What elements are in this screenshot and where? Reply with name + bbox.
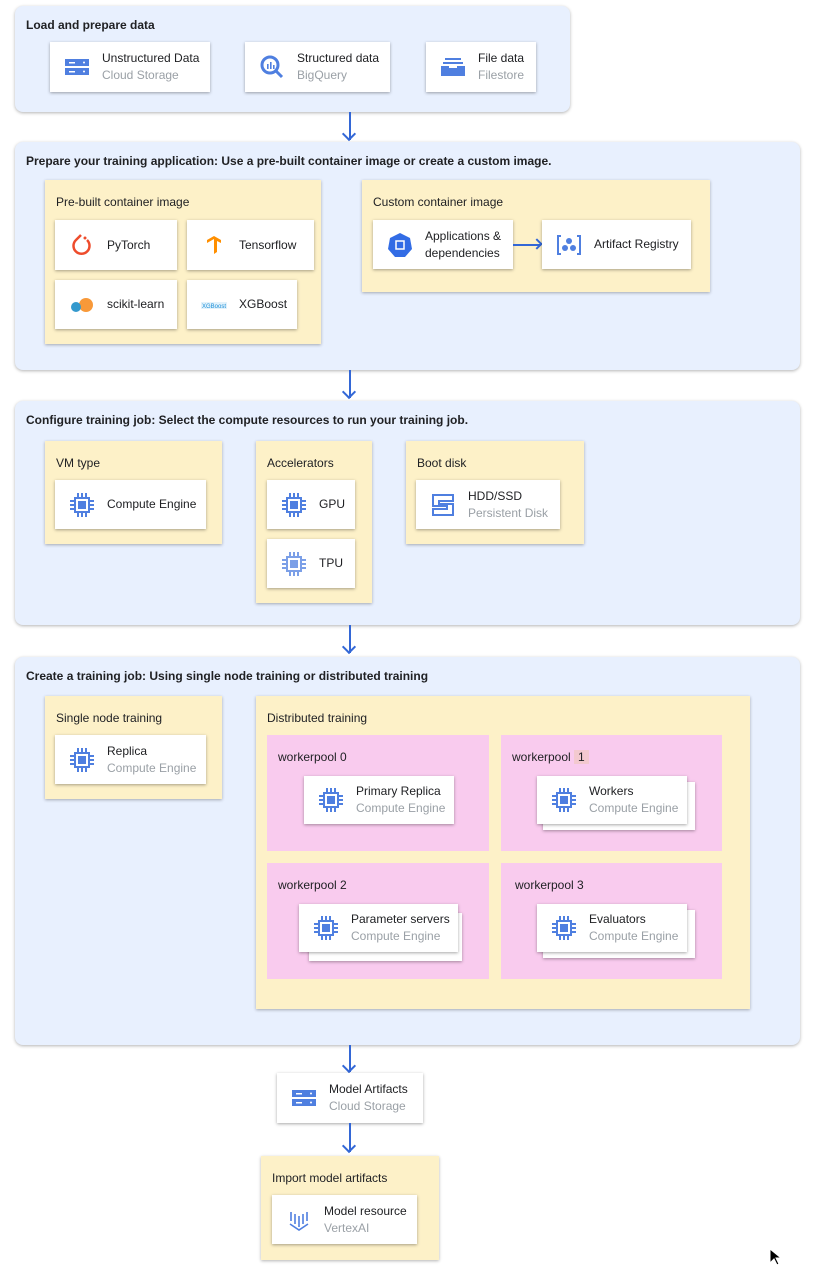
card-title: GPU <box>319 497 346 511</box>
group-title: Single node training <box>56 711 163 725</box>
card-subtitle: Persistent Disk <box>468 505 549 520</box>
flow-arrow-right <box>513 238 543 250</box>
card-title: Tensorflow <box>239 237 297 252</box>
card-subtitle: Compute Engine <box>107 760 197 775</box>
card-subtitle: Compute Engine <box>351 929 441 943</box>
compute-engine-icon <box>69 492 95 518</box>
group-title: VM type <box>56 456 101 470</box>
compute-engine-icon <box>69 747 95 773</box>
gpu-icon <box>281 492 307 518</box>
scikit-learn-card[interactable]: scikit-learn <box>55 280 177 329</box>
compute-engine-icon <box>551 915 577 941</box>
bigquery-icon <box>259 54 285 80</box>
cloud-storage-icon <box>64 54 90 80</box>
group-title: Import model artifacts <box>272 1171 388 1185</box>
mouse-cursor-icon <box>769 1248 781 1266</box>
card-title: Artifact Registry <box>594 237 679 251</box>
card-title: Primary Replica <box>356 784 441 798</box>
tensorflow-icon <box>201 232 227 258</box>
card-subtitle: Compute Engine <box>589 801 679 815</box>
card-title: HDD/SSD <box>468 488 523 503</box>
card-title: File data <box>478 51 525 65</box>
persistent-disk-icon <box>430 492 456 518</box>
tensorflow-card[interactable]: Tensorflow <box>187 220 314 270</box>
card-title: Workers <box>589 784 634 798</box>
pytorch-icon <box>69 232 95 258</box>
compute-engine-icon <box>318 787 344 813</box>
gpu-card[interactable]: GPU <box>267 480 355 529</box>
group-title: Pre-built container image <box>56 195 190 209</box>
card-title: Replica <box>107 743 148 758</box>
cloud-storage-icon <box>291 1085 317 1111</box>
flow-arrow <box>349 112 351 140</box>
vertex-ai-icon <box>286 1207 312 1233</box>
card-subtitle: Compute Engine <box>589 929 679 943</box>
card-title: Model Artifacts <box>329 1082 408 1096</box>
pool-title: workerpool 2 <box>278 878 347 892</box>
flow-arrow <box>349 1045 351 1072</box>
persistent-disk-card[interactable]: HDD/SSD Persistent Disk <box>416 480 560 529</box>
pool-title-text: workerpool <box>512 750 571 764</box>
compute-engine-card[interactable]: Compute Engine <box>55 480 206 529</box>
section-title: Configure training job: Select the compu… <box>26 413 469 427</box>
artifact-registry-card[interactable]: Artifact Registry <box>542 220 691 269</box>
pool-title: workerpool 3 <box>515 878 584 892</box>
card-title: Compute Engine <box>107 497 197 511</box>
scikit-learn-icon <box>69 292 95 318</box>
group-title: Accelerators <box>267 456 334 470</box>
section-title: Create a training job: Using single node… <box>26 669 429 683</box>
pool-title: workerpool 1 <box>512 750 589 764</box>
card-title: PyTorch <box>107 237 151 252</box>
compute-engine-icon <box>551 787 577 813</box>
card-title: Parameter servers <box>351 912 450 926</box>
tpu-card[interactable]: TPU <box>267 539 355 588</box>
group-title: Distributed training <box>267 711 368 725</box>
card-subtitle: Compute Engine <box>356 801 446 815</box>
xgboost-card[interactable]: XGBoost XGBoost <box>187 280 297 329</box>
card-title: scikit-learn <box>107 297 165 311</box>
card-subtitle: Cloud Storage <box>102 68 179 82</box>
compute-engine-icon <box>313 915 339 941</box>
group-title: Boot disk <box>417 456 467 470</box>
group-title: Custom container image <box>373 195 504 209</box>
xgboost-icon: XGBoost <box>201 292 227 318</box>
pool-title: workerpool 0 <box>278 750 347 764</box>
kubernetes-icon <box>387 232 413 258</box>
card-subtitle: BigQuery <box>297 68 348 82</box>
card-title: Applications & dependencies <box>425 228 502 260</box>
card-title: Structured data <box>297 51 380 65</box>
card-subtitle: Filestore <box>478 68 525 82</box>
card-title: Unstructured Data <box>102 51 200 65</box>
card-title: TPU <box>319 556 343 570</box>
section-title: Load and prepare data <box>26 18 155 32</box>
applications-card[interactable]: Applications & dependencies <box>373 220 513 269</box>
section-title: Prepare your training application: Use a… <box>26 154 552 168</box>
pool-number: 1 <box>574 750 589 764</box>
flow-arrow <box>349 1123 351 1152</box>
pytorch-card[interactable]: PyTorch <box>55 220 177 270</box>
artifact-registry-icon <box>556 232 582 258</box>
flow-arrow <box>349 370 351 398</box>
card-title: Evaluators <box>589 912 646 926</box>
tpu-icon <box>281 551 307 577</box>
card-title: XGBoost <box>239 297 288 311</box>
filestore-icon <box>440 54 466 80</box>
card-title: Model resource <box>324 1203 407 1218</box>
svg-text:XGBoost: XGBoost <box>202 304 226 310</box>
flow-arrow <box>349 625 351 653</box>
card-subtitle: Cloud Storage <box>329 1099 406 1113</box>
card-subtitle: VertexAI <box>324 1220 370 1235</box>
